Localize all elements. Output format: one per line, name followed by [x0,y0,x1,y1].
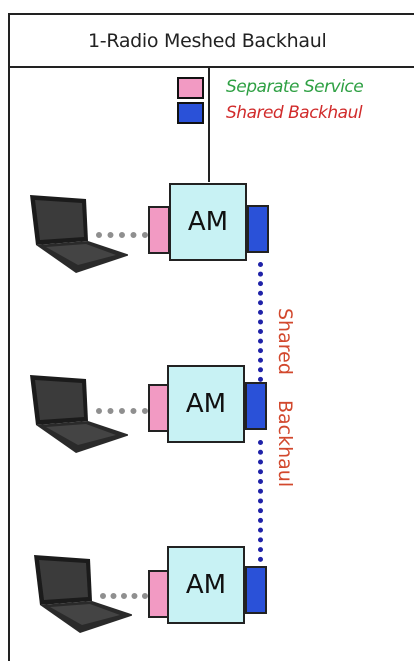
node-label: AM [187,207,229,237]
uplink-line [208,66,210,182]
service-link [96,232,148,238]
legend-label-separate-service: Separate Service [226,77,364,97]
backhaul-port [245,566,267,614]
legend-swatch-separate-service [177,77,204,99]
legend-swatch-shared-backhaul [177,102,204,124]
title-divider [8,66,414,68]
service-port [148,206,170,254]
legend-label-shared-backhaul: Shared Backhaul [226,103,363,123]
service-link [100,593,148,599]
access-mesh-node: AM [167,365,245,443]
frame-top-border [8,13,414,15]
backhaul-port [247,205,269,253]
backhaul-port [245,382,267,430]
backhaul-label-shared: Shared [274,308,296,375]
diagram-title: 1-Radio Meshed Backhaul [88,30,327,52]
laptop-icon [30,375,128,453]
laptop-icon [34,555,132,633]
access-mesh-node: AM [169,183,247,261]
access-mesh-node: AM [167,546,245,624]
backhaul-link-segment [258,440,263,562]
node-label: AM [185,570,227,600]
backhaul-link-segment [258,262,263,382]
laptop-icon [30,195,128,273]
backhaul-label-backhaul: Backhaul [274,400,296,488]
diagram-frame [8,13,412,661]
service-link [96,408,148,414]
node-label: AM [185,389,227,419]
